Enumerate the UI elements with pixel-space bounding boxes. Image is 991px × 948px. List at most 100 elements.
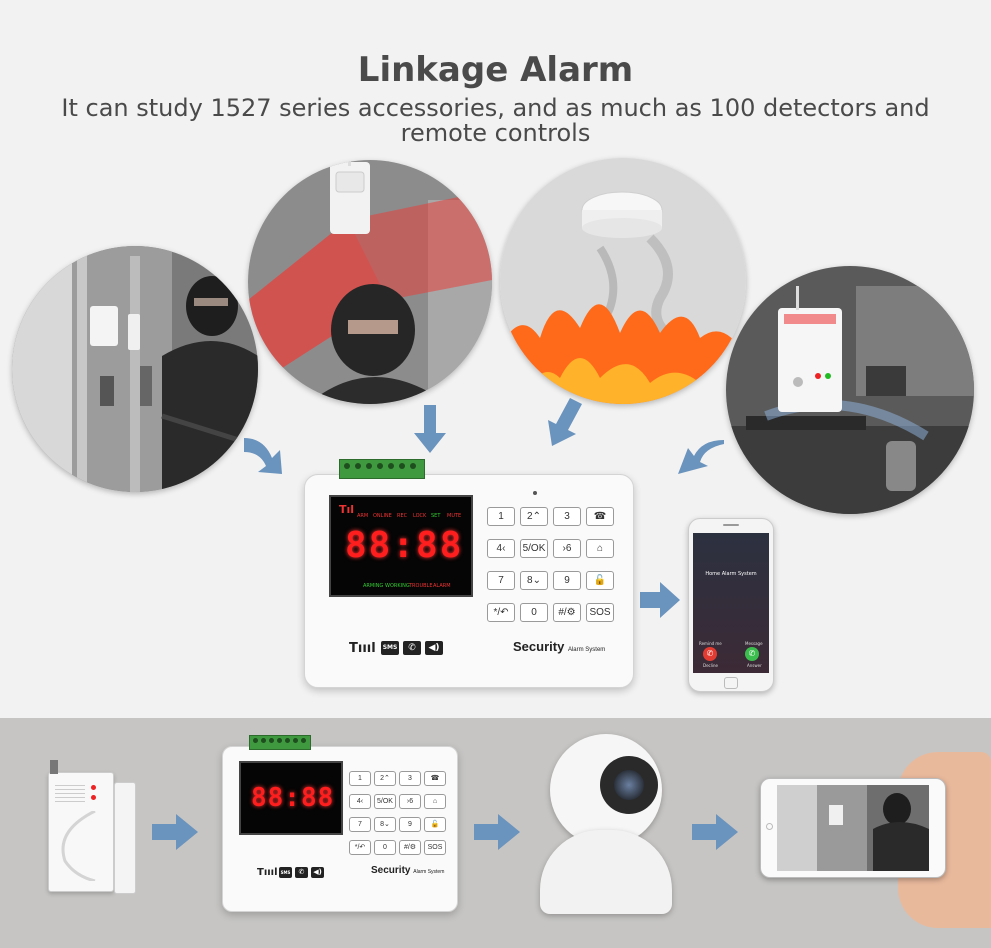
speaker-icon: ◀) [425,641,443,655]
signal-strength-icon: Tıııl [257,867,278,878]
door-sensor-scene [12,246,258,492]
door-contact-sensor [48,772,114,892]
smoke-detector-scene [500,158,746,404]
keypad-key[interactable]: 8⌄ [520,571,548,590]
brand-subtitle: Alarm System [567,647,606,653]
keypad-key[interactable]: 7 [487,571,515,590]
camera-base [540,830,672,914]
keypad-key[interactable]: 8⌄ [374,817,396,832]
keypad-key[interactable]: ›6 [553,539,581,558]
security-camera [540,734,672,914]
keypad-key[interactable]: #/⚙ [399,840,421,855]
terminal-block [339,459,425,479]
screen-label: REC [397,513,408,519]
home-button[interactable] [724,677,738,689]
arrow-icon [474,814,520,850]
screen-label: ONLINE [373,513,392,519]
keypad-key[interactable]: 4‹ [487,539,515,558]
screen-label: WORKING [385,583,410,589]
keypad-key[interactable]: ›6 [399,794,421,809]
alarm-panel: ARM ONLINE REC LOCK SET MUTE Tıl 88:88 A… [304,459,634,688]
keypad-key[interactable]: 9 [553,571,581,590]
keypad-key[interactable]: 3 [399,771,421,786]
lcd-screen: 88:88 [239,761,343,835]
arrow-icon [640,582,680,618]
keypad-key[interactable]: 4‹ [349,794,371,809]
phone-icon: ✆ [403,641,421,655]
speaker-slot [723,524,739,526]
arrow-icon [414,405,446,453]
screen-label: ARM [357,513,369,519]
keypad-key[interactable]: #/⚙ [553,603,581,622]
page-title: Linkage Alarm [357,50,634,90]
keypad-key[interactable]: ☎ [586,507,614,526]
door-contact-magnet [114,782,136,894]
page-subtitle: It can study 1527 series accessories, an… [61,94,930,147]
keypad-key[interactable]: 9 [399,817,421,832]
screen-label: LOCK [413,513,427,519]
arrow-icon [678,440,724,474]
terminal-block [249,735,311,750]
arrow-icon [244,438,282,474]
keypad-key[interactable]: */↶ [349,840,371,855]
camera-feed-image [777,785,929,871]
keypad-key[interactable]: 2⌃ [374,771,396,786]
keypad-key[interactable]: 0 [374,840,396,855]
signal-icon: Tıl [339,503,355,516]
brand-label: Security Alarm System [513,639,605,654]
keypad-key[interactable]: ⌂ [586,539,614,558]
antenna [50,760,58,774]
led-indicator [91,795,96,800]
arrow-icon [692,814,738,850]
answer-label: Answer [747,663,762,668]
keypad-key[interactable]: 1 [487,507,515,526]
sms-icon: SMS [381,641,399,655]
keypad-key[interactable]: 0 [520,603,548,622]
brand-name: Security [513,639,565,654]
mic-hole [533,491,537,495]
screen-label: MUTE [447,513,462,519]
caller-name: Home Alarm System [705,571,757,577]
brand-name: Security [371,865,411,876]
speaker-icon: ◀) [311,867,324,878]
keypad-key[interactable]: ☎ [424,771,446,786]
answer-button[interactable]: ✆ [745,647,759,661]
keypad-key[interactable]: 🔓 [586,571,614,590]
keypad-key[interactable]: 1 [349,771,371,786]
pir-sensor-scene [248,160,492,404]
gas-detector-scene [726,266,974,514]
led-indicator [91,785,96,790]
landscape-phone [760,778,946,878]
phone-screen: Home Alarm System Remind me Message ✆ ✆ … [693,533,769,673]
keypad-key[interactable]: SOS [586,603,614,622]
keypad-key[interactable]: 3 [553,507,581,526]
lcd-screen: ARM ONLINE REC LOCK SET MUTE Tıl 88:88 A… [329,495,473,597]
decline-label: Decline [703,663,718,668]
screen-label: ARMING [363,583,384,589]
signal-strength-icon: Tıııl [349,641,376,656]
screen-label: SET [431,513,441,519]
lcd-digits: 88:88 [251,783,335,813]
phone-camera [766,823,773,830]
keypad-key[interactable]: ⌂ [424,794,446,809]
keypad-key[interactable]: SOS [424,840,446,855]
keypad-key[interactable]: 5/OK [374,794,396,809]
keypad-key[interactable]: 5/OK [520,539,548,558]
smartphone: Home Alarm System Remind me Message ✆ ✆ … [688,518,774,692]
decline-button[interactable]: ✆ [703,647,717,661]
keypad-key[interactable]: 🔓 [424,817,446,832]
keypad-key[interactable]: */↶ [487,603,515,622]
sms-icon: SMS [279,867,292,878]
brand-subtitle: Alarm System [413,869,445,875]
keypad-key[interactable]: 2⌃ [520,507,548,526]
screen-label: TROUBLE [409,583,433,589]
keypad-key[interactable]: 7 [349,817,371,832]
lcd-digits: 88:88 [345,525,464,566]
sensor-wave-decor [61,811,96,881]
remind-me-label: Remind me [699,641,722,646]
screen-label: ALARM [433,583,451,589]
message-label: Message [745,641,763,646]
camera-lens-icon [614,770,644,800]
arrow-icon [548,398,582,446]
